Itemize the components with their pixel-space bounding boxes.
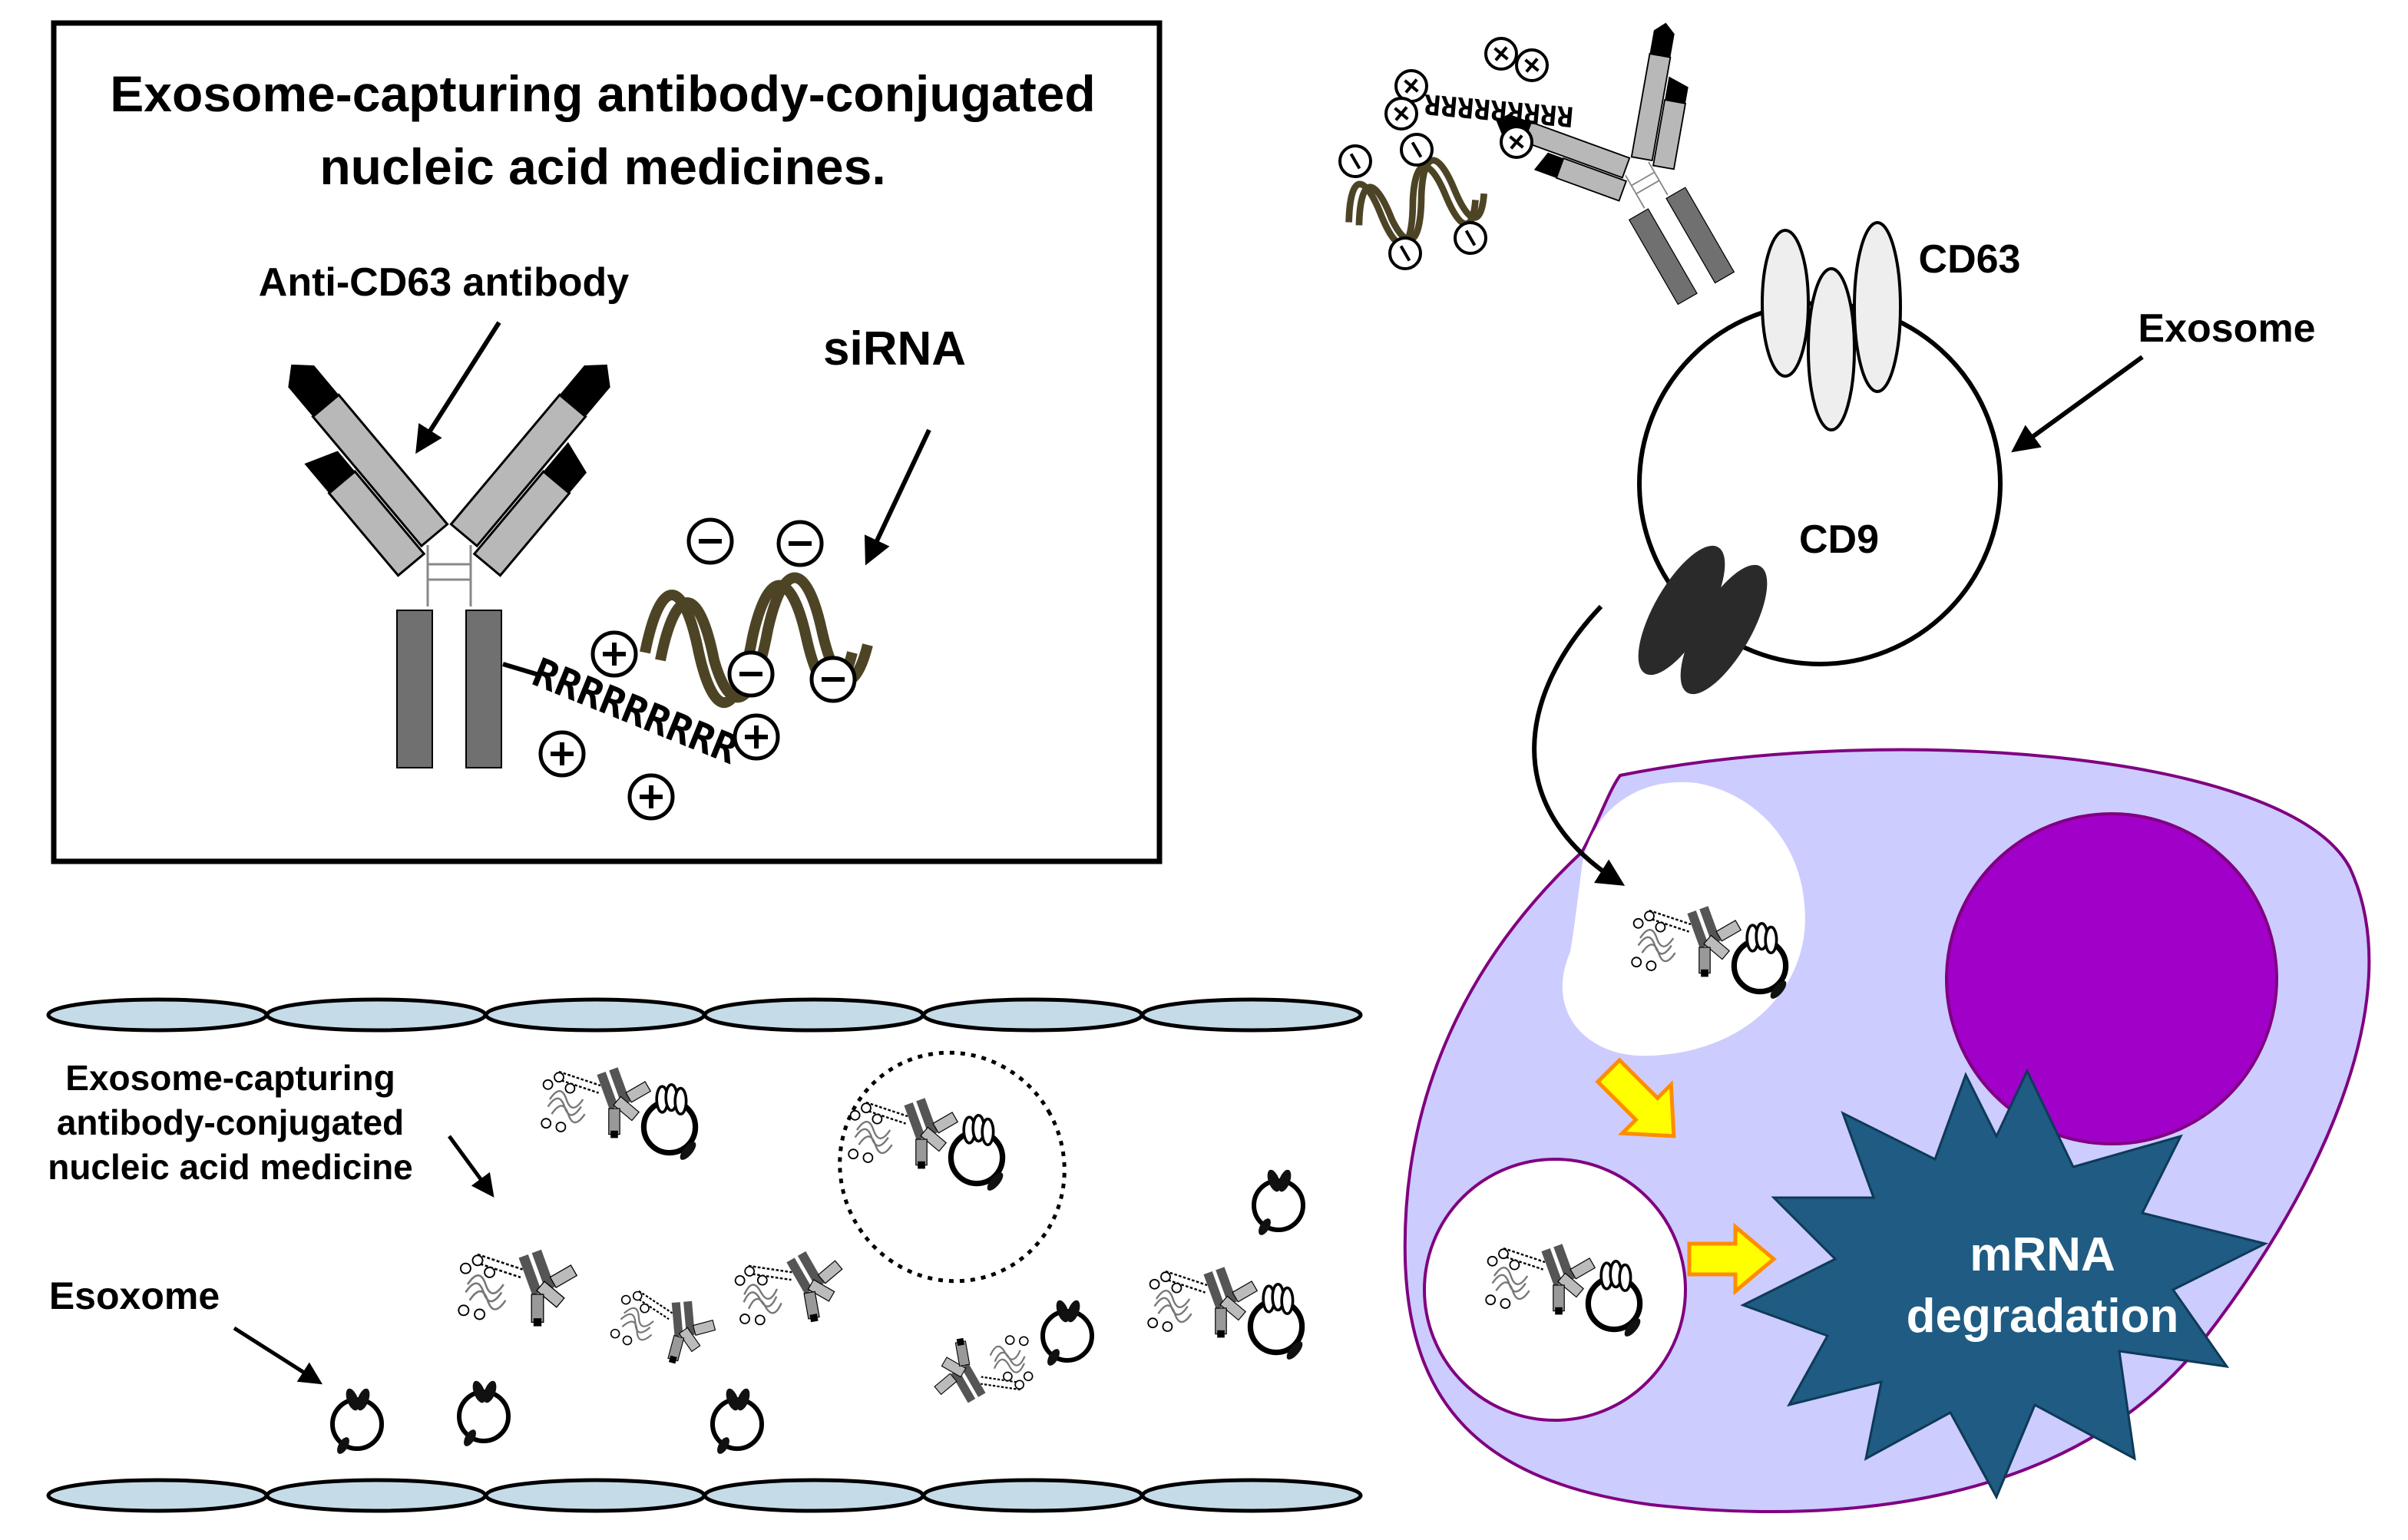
minus-charge-icon (686, 517, 734, 565)
block-arrow-icon (1595, 1057, 1676, 1138)
blood-vessel-panel: Exosome-capturing antibody-conjugated nu… (46, 997, 1363, 1513)
free-exosome (1043, 1299, 1092, 1368)
inset-title-line2: nucleic acid medicines. (319, 138, 885, 195)
circulating-conjugate (607, 1282, 723, 1373)
plus-charge-icon (1394, 69, 1428, 103)
vessel-wall-bottom (46, 1478, 1363, 1513)
cd9-protein-1 (1638, 545, 1725, 676)
inset-border (51, 20, 1163, 864)
free-exosome (459, 1380, 508, 1449)
plus-charge-icon (627, 773, 675, 821)
cd63-protein-1 (1761, 229, 1810, 378)
minus-charge-icon (1400, 133, 1434, 167)
medicine-label-line1: Exosome-capturing (65, 1058, 395, 1098)
exosome-label: Exosome (2138, 306, 2315, 351)
exosome-capture-panel: CD63 Exosome CD9 RRRRRRRRR (1338, 12, 2316, 695)
free-exosome (713, 1387, 762, 1456)
minus-charge-icon (776, 520, 824, 567)
antibody-label: Anti-CD63 antibody (259, 260, 630, 305)
complex-highlight-ring (838, 1050, 1067, 1284)
antibody-pointer-arrow (415, 321, 501, 454)
plus-charge-icon (1515, 48, 1549, 82)
degradation-label-line1: mRNA (1970, 1228, 2115, 1281)
charge-markers-inset (538, 517, 857, 821)
target-cell: mRNA degradation (1403, 604, 2371, 1514)
exosome-pointer-arrow (2011, 355, 2144, 453)
uptake-arrow (1532, 604, 1626, 886)
medicine-label-line3: nucleic acid medicine (48, 1147, 413, 1187)
minus-charge-icon (1388, 236, 1422, 270)
peptide-linker (502, 662, 542, 678)
circulating-conjugate (541, 1067, 699, 1162)
plus-charge-icon (590, 630, 638, 678)
peptide-label-top: RRRRRRRRR (1423, 88, 1575, 132)
plus-charge-icon (538, 730, 586, 778)
plus-charge-icon (733, 713, 780, 761)
inset-title-line1: Exosome-capturing antibody-conjugated (110, 65, 1095, 122)
cd9-label: CD9 (1799, 517, 1879, 562)
degradation-label-line2: degradation (1907, 1290, 2179, 1343)
minus-charge-icon (1338, 144, 1372, 178)
block-arrow-icon (1687, 1222, 1777, 1296)
sirna-label: siRNA (823, 322, 966, 375)
minus-charge-icon (727, 650, 775, 698)
starburst-icon (1740, 1068, 2269, 1500)
plus-charge-icon (1384, 97, 1418, 131)
cd63-protein-2 (1807, 267, 1856, 431)
circulating-conjugate (729, 1244, 852, 1336)
circulating-conjugate (1148, 1267, 1305, 1362)
cd63-label: CD63 (1919, 237, 2021, 282)
vessel-wall-top (46, 997, 1363, 1033)
circulating-conjugate (457, 1248, 578, 1327)
inset-panel: Exosome-capturing antibody-conjugated nu… (51, 20, 1163, 864)
esoxome-label: Esoxome (49, 1274, 220, 1317)
cd9-protein-2 (1680, 564, 1768, 695)
cd63-protein-3 (1853, 221, 1902, 393)
nucleus (1945, 812, 2278, 1145)
charge-markers-top (1338, 37, 1549, 270)
sirna-pointer-arrow (864, 428, 931, 566)
plus-charge-icon (1484, 37, 1518, 71)
medicine-label-line2: antibody-conjugated (57, 1102, 404, 1142)
minus-charge-icon (1454, 221, 1487, 255)
medicine-pointer-arrow (447, 1135, 495, 1198)
free-exosome (1254, 1168, 1303, 1238)
plus-charge-icon (1500, 125, 1533, 159)
minus-charge-icon (809, 656, 857, 703)
esoxome-pointer-arrow (233, 1326, 323, 1385)
circulating-conjugate (926, 1326, 1038, 1409)
free-exosome (332, 1387, 382, 1456)
circulating-conjugate (848, 1098, 1006, 1193)
